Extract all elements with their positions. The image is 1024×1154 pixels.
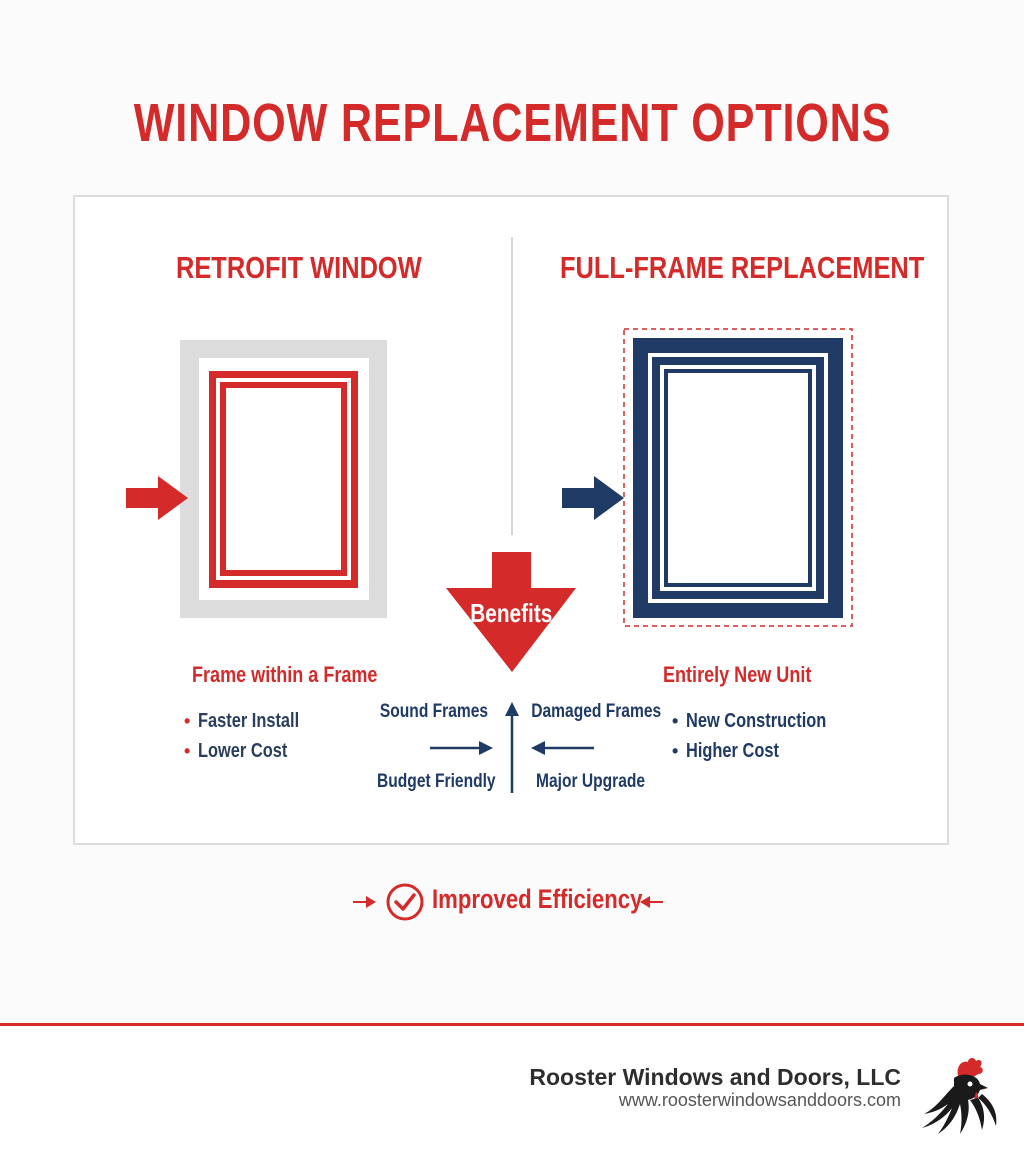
efficiency-right-arrow-icon [640, 896, 663, 908]
improved-efficiency-label: Improved Efficiency [432, 884, 643, 914]
retrofit-benefit-list: •Faster Install •Lower Cost [184, 706, 321, 766]
quadrant-label-budget-friendly: Budget Friendly [377, 771, 496, 792]
retrofit-insert-arrow-icon [126, 476, 188, 520]
benefits-label: Benefits [469, 598, 553, 628]
quadrant-label-damaged-frames: Damaged Frames [531, 701, 662, 722]
benefits-arrow-icon [446, 552, 576, 672]
company-url[interactable]: www.roosterwindowsanddoors.com [618, 1090, 901, 1110]
full-frame-insert-arrow-icon [562, 476, 624, 520]
list-item: •Higher Cost [672, 740, 779, 762]
full-frame-subtitle: Entirely New Unit [663, 662, 812, 687]
quadrant-label-sound-frames: Sound Frames [379, 701, 489, 722]
full-frame-window-illustration [623, 328, 853, 627]
removal-outline [623, 328, 853, 627]
retrofit-subtitle: Frame within a Frame [192, 662, 378, 687]
benefits-axes [430, 702, 594, 793]
retrofit-window-illustration [180, 340, 387, 618]
check-circle-icon [386, 883, 424, 921]
list-item: •Faster Install [184, 710, 300, 732]
list-item: •Lower Cost [184, 740, 288, 762]
company-name: Rooster Windows and Doors, LLC [529, 1064, 901, 1090]
full-frame-benefit-list: •New Construction •Higher Cost [672, 706, 857, 766]
retrofit-window-title: RETROFIT WINDOW [176, 250, 422, 285]
rooster-logo-icon [922, 1058, 997, 1134]
footer-divider [0, 1023, 1024, 1026]
page-title: WINDOW REPLACEMENT OPTIONS [133, 93, 891, 153]
full-frame-replacement-title: FULL-FRAME REPLACEMENT [560, 250, 925, 285]
efficiency-left-arrow-icon [353, 896, 376, 908]
footer [0, 1026, 1024, 1154]
quadrant-label-major-upgrade: Major Upgrade [535, 771, 646, 792]
list-item: •New Construction [672, 710, 827, 732]
